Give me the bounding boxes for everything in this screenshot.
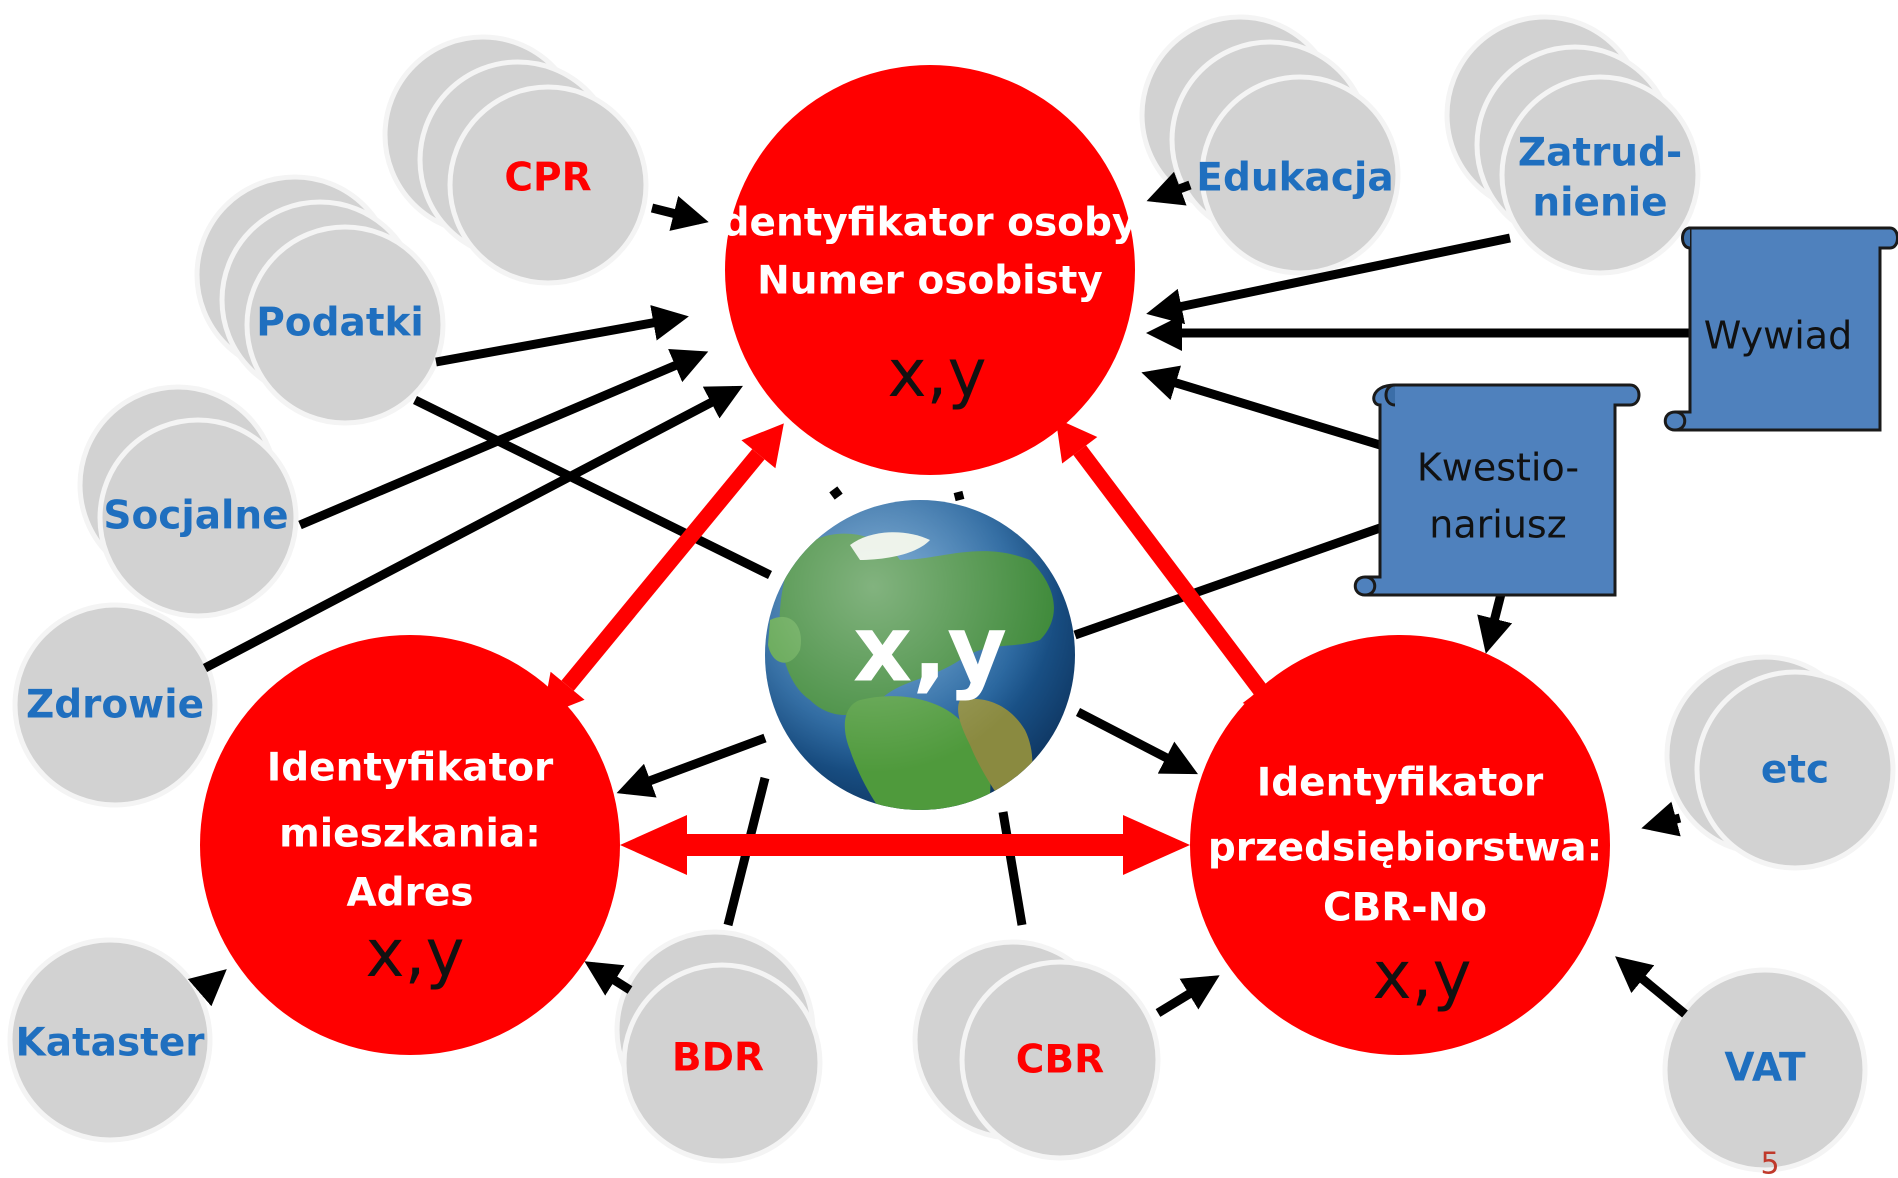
arrow-globe-to-enterprise <box>1075 708 1198 775</box>
page-number: 5 <box>1760 1147 1779 1178</box>
source-stack-vat <box>1662 967 1868 1173</box>
source-etc-label: etc <box>1761 748 1829 793</box>
hub-person <box>725 65 1135 475</box>
arrow-zdrowie-to-person <box>202 385 743 672</box>
hub-enterprise-key: CBR-No <box>1323 886 1487 931</box>
source-stack-cbr <box>912 939 1161 1161</box>
scroll-wywiad: Wywiad <box>1663 226 1898 432</box>
hub-enterprise-title: Identyfikator <box>1257 761 1544 806</box>
hub-dwelling-title: Identyfikator <box>267 746 554 791</box>
red-arrow-person-enterprise <box>1055 418 1285 722</box>
source-stack-etc <box>1664 654 1896 871</box>
hub-enterprise-coord: x,y <box>1372 937 1471 1014</box>
arrow-vat-to-enterprise <box>1615 956 1688 1018</box>
source-stack-zatrudnienie <box>1444 14 1701 276</box>
hub-person-title: Identyfikator osoby: <box>707 201 1153 246</box>
source-stack-kataster <box>7 937 213 1143</box>
arrow-edukacja-to-person <box>1146 171 1192 206</box>
source-kataster-label: Kataster <box>15 1021 205 1066</box>
source-stack-zdrowie <box>12 602 218 808</box>
arrow-globe-to-dwelling <box>616 733 767 798</box>
hub-person-subtitle: Numer osobisty <box>757 259 1103 304</box>
line-globe-to-kwestionariusz <box>1073 523 1382 640</box>
arrow-podatki-to-person <box>435 305 689 367</box>
source-zatrudnienie-label-1: Zatrud- <box>1518 131 1682 176</box>
source-vat-label: VAT <box>1724 1046 1806 1091</box>
arrow-etc-to-enterprise <box>1641 801 1682 837</box>
source-stack-bdr <box>614 929 823 1164</box>
arrow-kataster-to-dwelling <box>187 969 227 1007</box>
source-edukacja-label: Edukacja <box>1196 156 1393 201</box>
source-zdrowie-label: Zdrowie <box>26 683 204 728</box>
red-arrow-dwelling-enterprise <box>620 815 1190 875</box>
line-globe-top-right <box>953 490 965 502</box>
globe-icon: x,y <box>765 500 1075 810</box>
arrow-kwestionariusz-to-person <box>1141 365 1382 450</box>
source-stack-cpr <box>382 34 649 286</box>
scroll-wywiad-label: Wywiad <box>1704 314 1852 358</box>
line-cbr-to-globe <box>998 811 1027 926</box>
scroll-kwestionariusz-label-1: Kwestio- <box>1417 446 1579 490</box>
source-socjalne-label: Socjalne <box>103 494 288 539</box>
hub-person-coord: x,y <box>887 335 986 412</box>
arrow-bdr-to-dwelling <box>584 961 633 996</box>
scroll-kwestionariusz: Kwestio- nariusz <box>1353 383 1641 597</box>
source-stack-edukacja <box>1139 14 1401 276</box>
hub-dwelling-key: Adres <box>347 871 474 916</box>
red-arrow-person-dwelling <box>542 423 784 717</box>
hub-dwelling <box>200 635 620 1055</box>
red-double-arrows <box>542 418 1285 875</box>
source-podatki-label: Podatki <box>256 301 424 346</box>
hub-dwelling-coord: x,y <box>365 915 464 992</box>
arrow-cpr-to-person <box>650 195 709 231</box>
line-podatki-to-globe <box>413 395 772 580</box>
source-stack-socjalne <box>77 384 299 619</box>
globe-coord-label: x,y <box>853 595 1007 702</box>
arrow-kwestionariusz-to-enterprise <box>1477 588 1513 654</box>
arrow-cbr-to-enterprise <box>1155 975 1220 1017</box>
hub-enterprise <box>1190 635 1610 1055</box>
hub-dwelling-subtitle: mieszkania: <box>279 812 541 857</box>
connector-lines <box>187 171 1690 1018</box>
source-bdr-label: BDR <box>672 1036 764 1081</box>
hub-enterprise-subtitle: przedsiębiorstwa: <box>1208 826 1602 871</box>
source-cpr-label: CPR <box>504 156 591 201</box>
line-globe-top-left <box>829 486 843 500</box>
source-cbr-label: CBR <box>1016 1038 1104 1083</box>
arrow-zatrudnienie-to-person <box>1146 233 1511 325</box>
scroll-kwestionariusz-label-2: nariusz <box>1429 503 1566 547</box>
source-stack-podatki <box>194 174 446 426</box>
source-zatrudnienie-label-2: nienie <box>1532 181 1667 226</box>
